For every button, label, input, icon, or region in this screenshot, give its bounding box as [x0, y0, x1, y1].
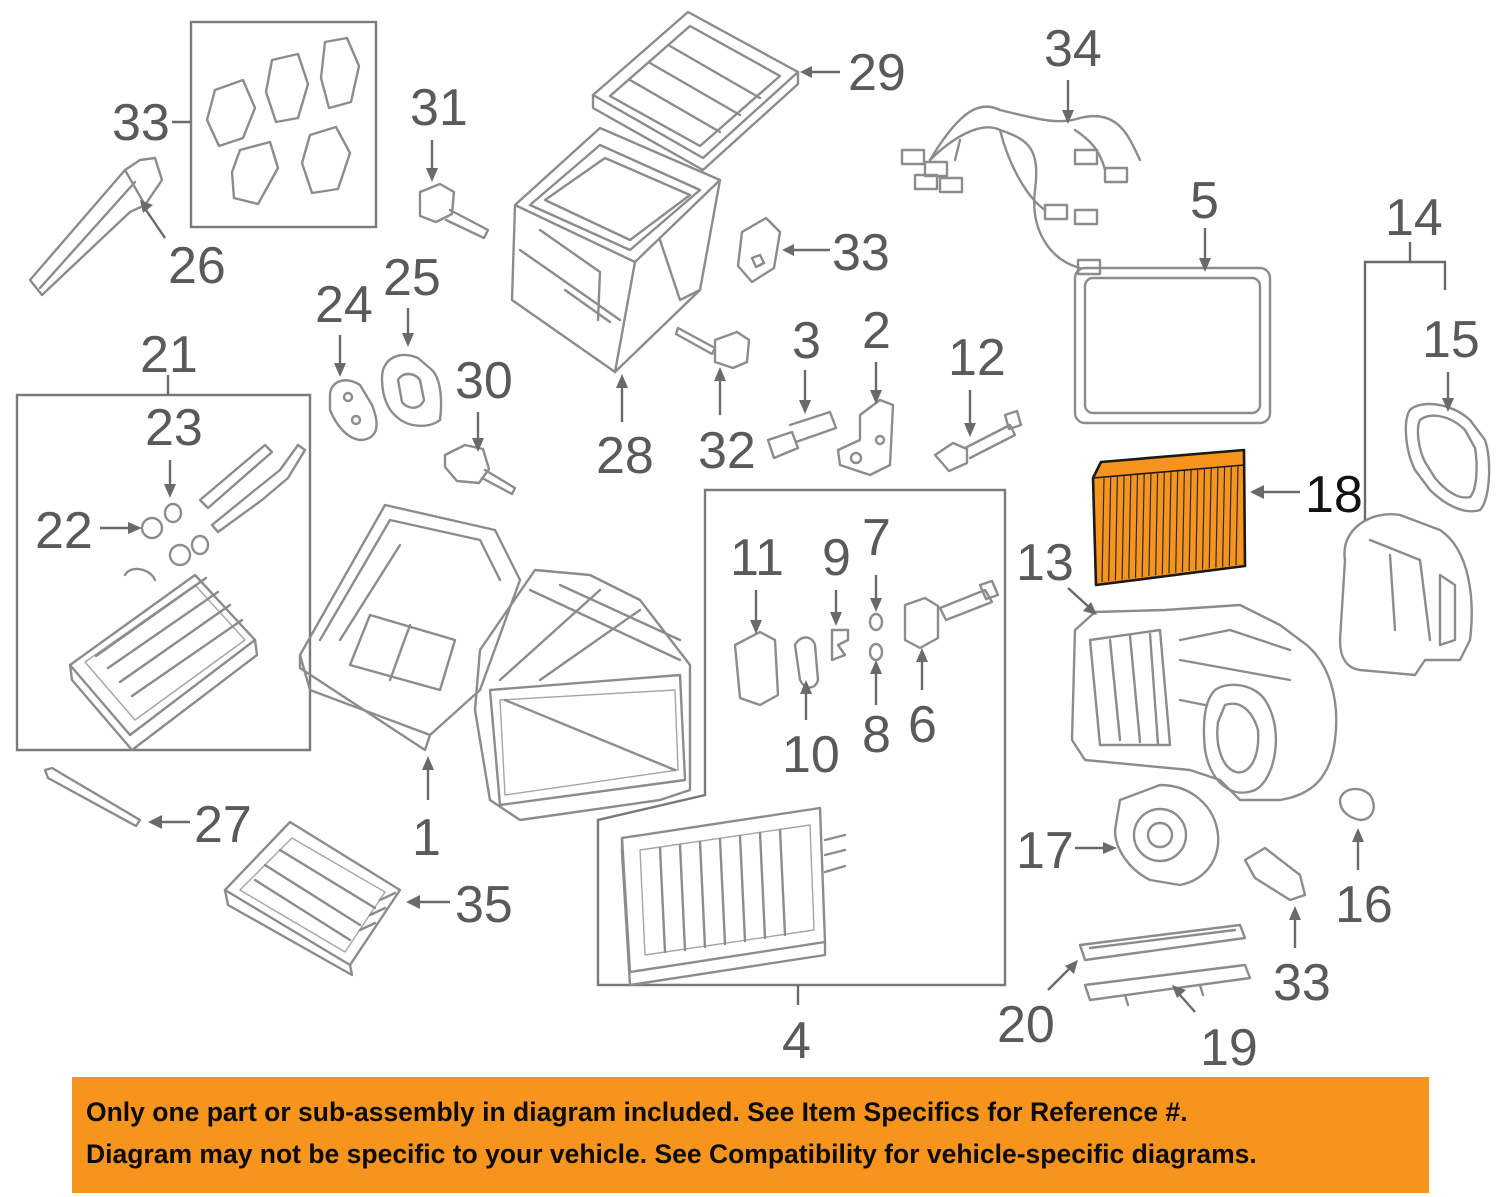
part-3-valve	[766, 410, 838, 460]
callout-35: 35	[455, 876, 513, 934]
filter-pleat	[1222, 466, 1226, 567]
part-4-assembly-box	[596, 488, 1007, 987]
filter-pleat	[1141, 474, 1145, 577]
callout-18: 18	[1305, 466, 1363, 524]
filter-pleat	[1181, 470, 1185, 572]
disclaimer-line-1: Only one part or sub-assembly in diagram…	[86, 1097, 1188, 1127]
filter-pleat	[1114, 476, 1118, 581]
filter-pleat	[1121, 476, 1125, 580]
callout-3: 3	[792, 312, 821, 370]
disclaimer-line-2: Diagram may not be specific to your vehi…	[86, 1139, 1257, 1169]
filter-pleat	[1101, 477, 1105, 583]
callout-5: 5	[1190, 172, 1219, 230]
filter-pleat	[1188, 469, 1192, 571]
filter-pleat	[1208, 467, 1212, 569]
part-29-filter-frame	[591, 10, 800, 172]
callout-11: 11	[730, 529, 784, 587]
filter-pleat	[1235, 464, 1239, 566]
hvac-parts-diagram: 33 26 31 29 28 33 34 5 14 15 24 25 30 32…	[15, 10, 1491, 1077]
part-35-heater-core	[223, 820, 402, 977]
part-14-blower-housing	[1338, 513, 1473, 677]
callout-33-lower: 33	[1273, 954, 1331, 1012]
callout-32: 32	[698, 422, 756, 480]
part-15-seal	[1404, 402, 1491, 513]
part-33-sensor-upper	[736, 216, 782, 284]
part-33-sensor-lower	[1243, 846, 1307, 902]
callout-1: 1	[412, 809, 441, 867]
filter-pleat	[1134, 474, 1139, 578]
filter-pleat	[1228, 465, 1232, 566]
part-2-bracket	[836, 398, 895, 477]
part-20-seal-strip	[1078, 923, 1247, 962]
callout-15: 15	[1422, 311, 1480, 369]
callout-17: 17	[1016, 822, 1074, 880]
filter-pleat	[1215, 466, 1219, 568]
part-21-evaporator-box	[15, 393, 312, 752]
part-18-cabin-filter	[1091, 448, 1247, 587]
part-5-gasket	[1073, 266, 1272, 425]
callout-27: 27	[194, 796, 252, 854]
callout-6: 6	[908, 696, 937, 754]
callout-31: 31	[410, 79, 468, 137]
part-33-sensor-box	[189, 20, 378, 229]
callout-14: 14	[1385, 189, 1443, 247]
callout-13: 13	[1016, 534, 1074, 592]
filter-pleat	[1155, 472, 1159, 576]
part-32-sensor	[674, 326, 751, 370]
filter-pleat	[1128, 475, 1132, 579]
filter-pleat	[1108, 477, 1112, 582]
callout-28: 28	[596, 427, 654, 485]
callout-22: 22	[35, 502, 93, 560]
part-25-actuator-seal	[380, 353, 443, 427]
callout-29: 29	[848, 44, 906, 102]
callout-8: 8	[862, 706, 891, 764]
leader-lines	[100, 66, 1454, 1013]
part-12-bolt	[933, 409, 1023, 473]
filter-pleat	[1168, 471, 1172, 574]
part-27-rod	[43, 766, 142, 828]
callout-33: 33	[112, 94, 170, 152]
callout-21: 21	[140, 326, 198, 384]
callout-25: 25	[383, 249, 441, 307]
callout-16: 16	[1335, 876, 1393, 934]
part-1-lower-housing	[298, 503, 692, 822]
disclaimer-banner: Only one part or sub-assembly in diagram…	[72, 1077, 1429, 1193]
filter-pleat	[1148, 473, 1152, 577]
callout-labels: 33 26 31 29 28 33 34 5 14 15 24 25 30 32…	[35, 20, 1480, 1077]
part-30-sensor	[443, 443, 517, 496]
callout-34: 34	[1044, 20, 1102, 78]
callout-24: 24	[315, 276, 373, 334]
callout-7: 7	[862, 509, 891, 567]
filter-pleat	[1195, 468, 1199, 571]
callout-23: 23	[145, 399, 203, 457]
part-28-upper-housing	[510, 126, 722, 374]
callout-33-upper: 33	[832, 224, 890, 282]
callout-26: 26	[168, 237, 226, 295]
part-19-seal-strip	[1083, 963, 1252, 1007]
callout-20: 20	[997, 996, 1055, 1054]
part-31-sensor	[418, 182, 490, 240]
filter-pleat	[1161, 472, 1165, 575]
callout-12: 12	[948, 329, 1006, 387]
callout-10: 10	[782, 726, 840, 784]
part-16-clip	[1338, 787, 1375, 822]
callout-30: 30	[455, 352, 513, 410]
filter-pleat	[1175, 470, 1179, 573]
part-13-blower-housing	[1070, 603, 1338, 802]
callout-19: 19	[1200, 1019, 1258, 1077]
filter-pleat	[1201, 468, 1206, 570]
callout-9: 9	[822, 529, 851, 587]
part-26-probe	[28, 156, 164, 297]
part-24-grommet	[328, 379, 378, 442]
part-34-wiring-harness	[900, 105, 1142, 276]
part-17-blower-motor	[1113, 783, 1220, 887]
callout-2: 2	[862, 302, 891, 360]
callout-4: 4	[782, 1012, 811, 1070]
